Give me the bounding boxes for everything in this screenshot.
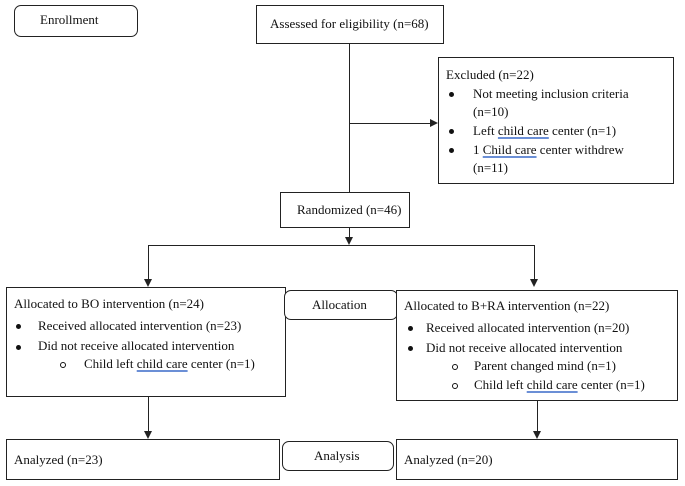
right-sub2: Child left child care center (n=1) (474, 377, 645, 392)
connector-to-excluded (349, 123, 431, 124)
bullet-icon (16, 324, 21, 329)
connector-to-right-arm (534, 245, 535, 281)
assessed-box (256, 5, 444, 44)
arrow-to-right-arm (530, 279, 538, 287)
connector-left-to-analyzed (148, 397, 149, 431)
bullet-icon (449, 148, 454, 153)
connector-split-horizontal (148, 245, 535, 246)
bullet-icon (408, 346, 413, 351)
bullet-icon (16, 345, 21, 350)
allocation-stage-label (284, 290, 398, 320)
randomized-text: Randomized (n=46) (297, 202, 402, 217)
analysis-stage-label (282, 441, 394, 471)
right-sub1: Parent changed mind (n=1) (474, 358, 616, 373)
left-received: Received allocated intervention (n=23) (38, 318, 242, 333)
randomized-box (280, 192, 410, 228)
allocation-text: Allocation (312, 297, 367, 312)
left-not-received: Did not receive allocated intervention (38, 338, 235, 353)
sub-bullet-icon (452, 364, 458, 370)
left-sub1: Child left child care center (n=1) (84, 356, 255, 371)
connector-right-to-analyzed (537, 401, 538, 431)
left-analyzed-box (6, 439, 280, 480)
left-allocation-box (6, 287, 286, 397)
right-analyzed-box (396, 439, 678, 480)
excluded-box (438, 57, 674, 184)
arrow-to-left-arm (144, 279, 152, 287)
arrow-to-left-analyzed (144, 431, 152, 439)
left-allocation-title: Allocated to BO intervention (n=24) (14, 296, 205, 311)
sub-bullet-icon (60, 362, 66, 368)
right-received: Received allocated intervention (n=20) (426, 320, 630, 335)
excluded-item1-line1: Not meeting inclusion criteria (473, 86, 629, 101)
bullet-icon (449, 92, 454, 97)
bullet-icon (449, 129, 454, 134)
right-allocation-title: Allocated to B+RA intervention (n=22) (404, 298, 610, 313)
right-not-received: Did not receive allocated intervention (426, 340, 623, 355)
analysis-text: Analysis (314, 448, 360, 463)
right-allocation-box (396, 290, 678, 401)
excluded-item1-line2: (n=10) (473, 104, 509, 119)
connector-to-left-arm (148, 245, 149, 281)
excluded-title: Excluded (n=22) (446, 67, 534, 82)
excluded-item3-line2: (n=11) (473, 160, 509, 175)
connector-assessed-randomized (349, 44, 350, 192)
assessed-text: Assessed for eligibility (n=68) (270, 16, 429, 31)
arrow-to-right-analyzed (533, 431, 541, 439)
connector-randomized-down (349, 228, 350, 242)
enrollment-stage-label (14, 5, 138, 37)
excluded-item2: Left child care center (n=1) (473, 123, 617, 138)
arrow-randomized-split (345, 237, 353, 245)
sub-bullet-icon (452, 383, 458, 389)
left-analyzed-text: Analyzed (n=23) (14, 452, 103, 467)
excluded-item3-line1: 1 Child care center withdrew (473, 142, 624, 157)
right-analyzed-text: Analyzed (n=20) (404, 452, 493, 467)
bullet-icon (408, 326, 413, 331)
enrollment-text: Enrollment (40, 12, 99, 27)
arrow-to-excluded (430, 119, 438, 127)
